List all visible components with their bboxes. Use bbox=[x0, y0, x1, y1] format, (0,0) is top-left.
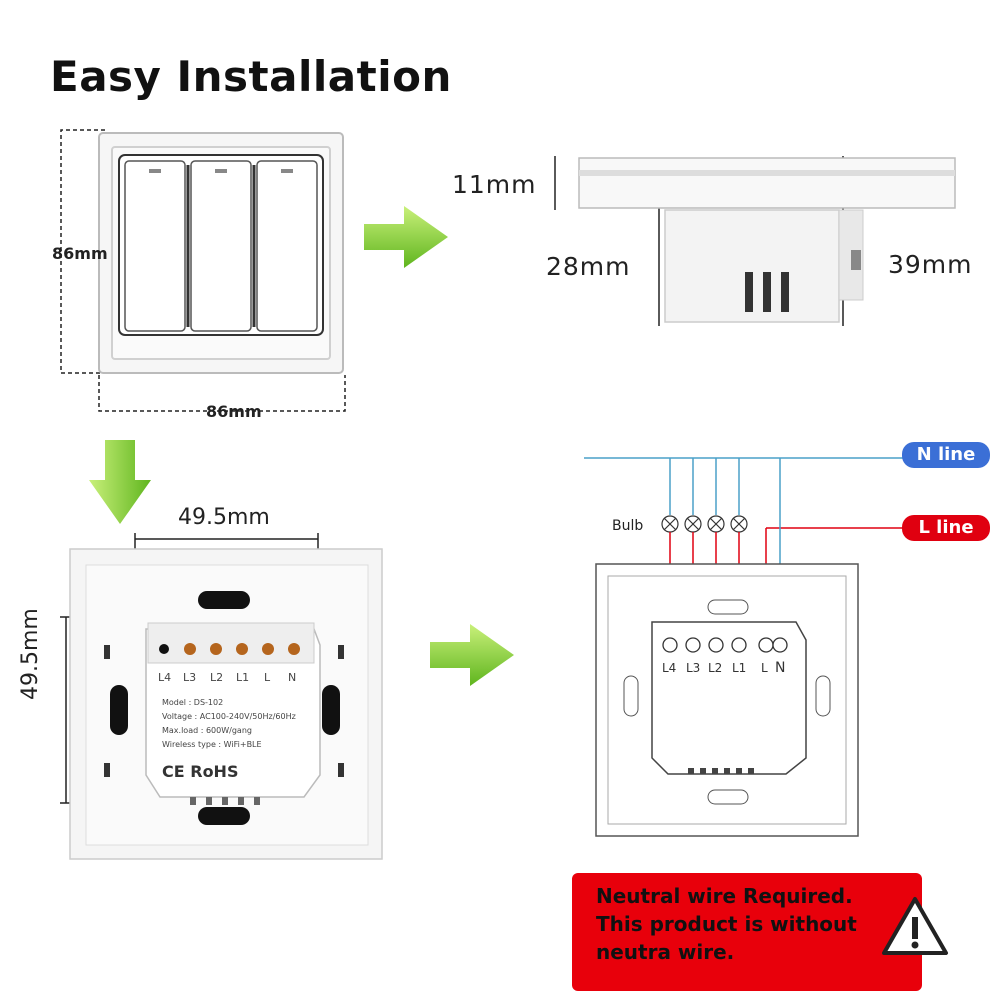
svg-text:L2: L2 bbox=[210, 671, 223, 684]
svg-text:L3: L3 bbox=[686, 661, 700, 675]
back-spacing-v-label: 49.5mm bbox=[18, 608, 43, 700]
warning-line-3: neutra wire. bbox=[596, 940, 735, 964]
back-spacing-h-label: 49.5mm bbox=[178, 505, 270, 530]
svg-text:L3: L3 bbox=[183, 671, 196, 684]
svg-text:L4: L4 bbox=[158, 671, 171, 684]
svg-text:L4: L4 bbox=[662, 661, 676, 675]
n-line-badge: N line bbox=[902, 442, 990, 468]
svg-text:L: L bbox=[761, 661, 768, 675]
warning-triangle-icon bbox=[882, 897, 948, 955]
module-maxload: Max.load : 600W/gang bbox=[162, 726, 252, 735]
module-model: Model : DS-102 bbox=[162, 698, 223, 707]
bulb-label: Bulb bbox=[612, 518, 643, 534]
svg-text:N: N bbox=[775, 660, 785, 676]
front-width-label: 86mm bbox=[206, 402, 262, 421]
svg-text:L1: L1 bbox=[236, 671, 249, 684]
arrow-right-icon bbox=[430, 624, 514, 686]
page-title: Easy Installation bbox=[50, 52, 452, 101]
svg-text:L1: L1 bbox=[732, 661, 746, 675]
side-top-label: 11mm bbox=[452, 170, 537, 199]
arrow-down-icon bbox=[89, 440, 151, 524]
wiring-diagram: L4 L3 L2 L1 L N Bulb bbox=[584, 457, 910, 837]
svg-text:L: L bbox=[264, 671, 271, 684]
module-wireless: Wireless type : WiFi+BLE bbox=[162, 740, 262, 749]
warning-line-2: This product is without bbox=[596, 912, 857, 936]
side-body-label: 28mm bbox=[546, 252, 631, 281]
l-line-badge: L line bbox=[902, 515, 990, 541]
svg-text:N: N bbox=[288, 671, 296, 684]
svg-text:L2: L2 bbox=[708, 661, 722, 675]
front-height-label: 86mm bbox=[52, 244, 108, 263]
switch-side-view bbox=[554, 156, 956, 326]
module-certs: CE RoHS bbox=[162, 762, 238, 781]
arrow-right-icon bbox=[364, 206, 448, 268]
warning-box bbox=[572, 873, 922, 991]
module-voltage: Voltage : AC100-240V/50Hz/60Hz bbox=[162, 712, 296, 721]
switch-front-view bbox=[60, 129, 346, 412]
switch-back-view: L4 L3 L2 L1 L N Model : DS-102 Voltage :… bbox=[60, 533, 383, 860]
warning-line-1: Neutral wire Required. bbox=[596, 884, 853, 908]
side-total-label: 39mm bbox=[888, 250, 973, 279]
